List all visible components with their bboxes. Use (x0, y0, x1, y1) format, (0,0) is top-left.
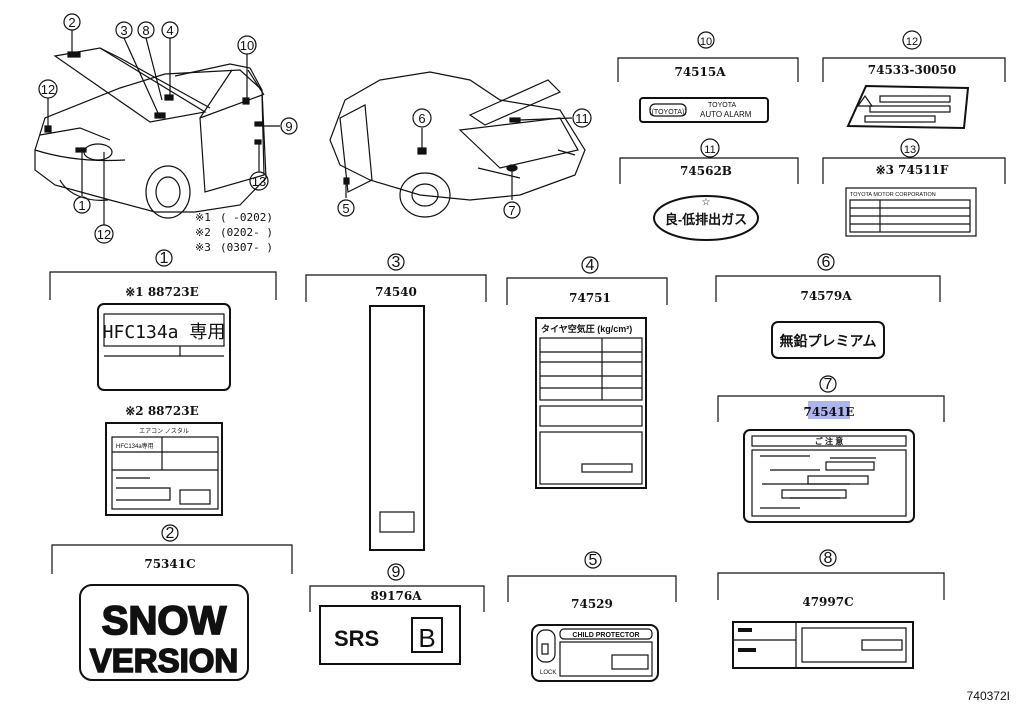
svg-text:12: 12 (97, 227, 111, 242)
svg-text:SNOW: SNOW (102, 599, 227, 643)
svg-text:( -0202): ( -0202) (220, 211, 273, 224)
part-number-74511f: ※3 74511F (876, 163, 949, 177)
svg-text:LOCK: LOCK (540, 670, 556, 676)
callout-11-rear: 11 (572, 108, 592, 128)
car-callouts: 2 3 8 4 10 12 9 13 1 12 6 11 5 7 (38, 13, 592, 244)
svg-text:☆: ☆ (702, 197, 711, 208)
callout-3-hood: 3 (115, 21, 133, 39)
callout-9-door: 9 (280, 117, 298, 135)
callout-10-door: 10 (237, 35, 257, 55)
label-group-2: 2 75341C SNOW VERSION (51, 524, 293, 681)
svg-text:11: 11 (704, 144, 715, 156)
label-group-6: 6 74579A 無鉛プレミアム (715, 253, 941, 359)
label-group-12: 12 74533-30050 (822, 30, 1006, 130)
callout-6-rear: 6 (412, 108, 432, 128)
callout-8-hood: 8 (137, 21, 155, 39)
svg-text:2: 2 (68, 15, 75, 30)
part-number-74533-30050: 74533-30050 (868, 63, 956, 77)
part-number-74529: 74529 (571, 597, 613, 611)
part-number-75341c: 75341C (144, 557, 195, 571)
svg-text:7: 7 (824, 376, 833, 393)
svg-text:8: 8 (142, 23, 149, 38)
svg-text:1: 1 (78, 198, 85, 213)
svg-text:1: 1 (160, 250, 169, 267)
part-number-74541e[interactable]: 74541E (804, 405, 855, 419)
label-group-8: 8 47997C (717, 549, 945, 669)
svg-text:12: 12 (41, 82, 55, 97)
label-group-4: 4 74751 タイヤ空気圧 (kg/cm²) (506, 256, 668, 489)
label-group-11: 11 74562B ☆ 良-低排出ガス (619, 138, 799, 241)
svg-text:6: 6 (418, 111, 425, 126)
svg-text:TOYOTA MOTOR CORPORATION: TOYOTA MOTOR CORPORATION (850, 192, 936, 198)
part-number-74751: 74751 (569, 291, 611, 305)
part-number-74540: 74540 (375, 285, 417, 299)
svg-text:9: 9 (285, 119, 292, 134)
svg-text:4: 4 (166, 23, 173, 38)
callout-12-front: 12 (38, 79, 58, 99)
svg-text:B: B (418, 623, 435, 653)
svg-text:9: 9 (392, 564, 401, 581)
svg-text:(0202- ): (0202- ) (220, 226, 273, 239)
svg-text:13: 13 (252, 174, 266, 189)
svg-text:7: 7 (508, 203, 515, 218)
svg-text:HFC134a 専用: HFC134a 専用 (103, 322, 226, 343)
label-group-9: 9 89176A SRS B (309, 563, 485, 665)
svg-text:※3: ※3 (195, 241, 211, 254)
front-car-illustration (34, 30, 280, 225)
svg-text:TOYOTA: TOYOTA (708, 102, 736, 109)
svg-text:SRS: SRS (334, 626, 379, 651)
highlight-74541e (808, 401, 850, 419)
figure-id: 740372I (967, 689, 1010, 703)
part-number-74515a: 74515A (674, 65, 726, 79)
svg-text:VERSION: VERSION (90, 642, 239, 679)
svg-text:無鉛プレミアム: 無鉛プレミアム (779, 333, 876, 349)
svg-text:良-低排出ガス: 良-低排出ガス (665, 212, 747, 227)
svg-text:13: 13 (904, 144, 916, 156)
svg-text:10: 10 (240, 38, 254, 53)
label-group-10: 10 74515A ((TOYOTA)) TOYOTA AUTO ALARM (617, 31, 799, 123)
callout-13-door: 13 (249, 171, 269, 191)
rear-car-illustration (329, 71, 586, 218)
svg-text:5: 5 (589, 552, 598, 569)
svg-text:11: 11 (575, 111, 589, 126)
part-number-47997c: 47997C (802, 595, 853, 609)
part-number-89176a: 89176A (370, 589, 422, 603)
label-group-3: 3 74540 (305, 253, 487, 551)
svg-text:3: 3 (392, 254, 401, 271)
part-number-88723e-1: ※1 88723E (125, 285, 198, 299)
label-group-7: 7 74541E ご 注 意 (717, 375, 945, 523)
label-group-1: 1 ※1 88723E HFC134a 専用 ※2 88723E エアコン ノス… (49, 249, 277, 516)
applicability-notes: ※1 ( -0202) ※2 (0202- ) ※3 (0307- ) (195, 211, 273, 254)
svg-text:※1: ※1 (195, 211, 211, 224)
svg-text:HFC134a専用: HFC134a専用 (116, 442, 154, 450)
svg-text:8: 8 (824, 550, 833, 567)
svg-text:タイヤ空気圧 (kg/cm²): タイヤ空気圧 (kg/cm²) (541, 323, 632, 334)
label-group-5: 5 74529 LOCK CHILD PROTECTOR (507, 551, 677, 682)
svg-text:※2: ※2 (195, 226, 211, 239)
svg-text:12: 12 (906, 36, 918, 48)
svg-text:6: 6 (822, 254, 831, 271)
part-number-74562b: 74562B (680, 164, 732, 178)
svg-text:((TOYOTA)): ((TOYOTA)) (649, 109, 686, 116)
svg-text:3: 3 (120, 23, 127, 38)
svg-text:エアコン ノスタル: エアコン ノスタル (139, 427, 189, 435)
label-group-13: 13 ※3 74511F TOYOTA MOTOR CORPORATION (822, 138, 1006, 237)
part-number-88723e-2: ※2 88723E (125, 404, 198, 418)
svg-text:10: 10 (700, 36, 712, 48)
svg-text:4: 4 (586, 257, 595, 274)
callout-1-front: 1 (73, 196, 91, 214)
svg-text:AUTO ALARM: AUTO ALARM (700, 110, 752, 119)
svg-text:(0307- ): (0307- ) (220, 241, 273, 254)
callout-5-rear: 5 (337, 199, 355, 217)
callout-7-rear: 7 (503, 201, 521, 219)
svg-text:2: 2 (166, 525, 175, 542)
svg-text:CHILD PROTECTOR: CHILD PROTECTOR (572, 632, 639, 639)
callout-4-hood: 4 (161, 21, 179, 39)
svg-text:ご 注 意: ご 注 意 (815, 436, 843, 446)
callout-12-bumper: 12 (94, 224, 114, 244)
part-number-74579a: 74579A (800, 289, 852, 303)
callout-2-hood: 2 (63, 13, 81, 31)
svg-text:5: 5 (342, 201, 349, 216)
